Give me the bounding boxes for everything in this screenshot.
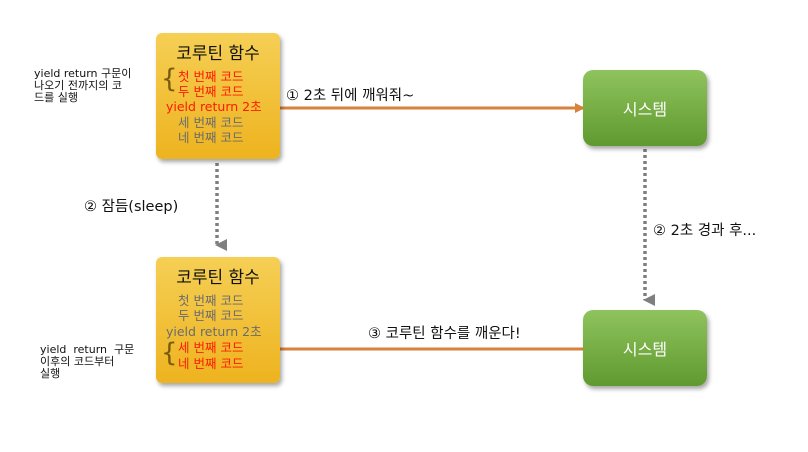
label-wake-request: ① 2초 뒤에 깨워줘~ <box>286 88 415 104</box>
code-line-1: 첫 번째 코드 <box>178 69 244 84</box>
coroutine-box-top: 코루틴 함수 첫 번째 코드 두 번째 코드 yield return 2초 세… <box>156 33 280 159</box>
code-line-4: 네 번째 코드 <box>178 130 244 145</box>
coroutine-box-bottom: 코루틴 함수 첫 번째 코드 두 번째 코드 yield return 2초 세… <box>156 257 280 383</box>
coroutine-box-title: 코루틴 함수 <box>176 44 260 64</box>
code-line-2: 두 번째 코드 <box>178 308 244 323</box>
system-box-bottom: 시스템 <box>583 310 707 386</box>
code-line-3: 세 번째 코드 <box>178 115 244 130</box>
code-line-1: 첫 번째 코드 <box>178 293 244 308</box>
system-box-top: 시스템 <box>583 70 707 146</box>
brace-icon-bottom: { <box>161 338 178 368</box>
code-line-4: 네 번째 코드 <box>178 356 244 371</box>
coroutine-box-title: 코루틴 함수 <box>176 268 260 288</box>
system-label: 시스템 <box>622 100 668 119</box>
label-after-2s: ② 2초 경과 후... <box>653 223 757 239</box>
label-sleep: ② 잠듬(sleep) <box>84 199 179 215</box>
label-wake: ③ 코루틴 함수를 깨운다! <box>368 326 521 342</box>
code-line-yield: yield return 2초 <box>166 324 262 339</box>
code-line-3: 세 번째 코드 <box>178 340 244 355</box>
code-line-yield: yield return 2초 <box>166 99 262 114</box>
note-after-yield: yield return 구문 이후의 코드부터 실행 <box>40 343 135 380</box>
system-label: 시스템 <box>622 340 668 359</box>
code-line-2: 두 번째 코드 <box>178 84 244 99</box>
note-before-yield: yield return 구문이 나오기 전까지의 코 드를 실행 <box>34 67 132 104</box>
brace-icon-top: { <box>161 64 178 94</box>
